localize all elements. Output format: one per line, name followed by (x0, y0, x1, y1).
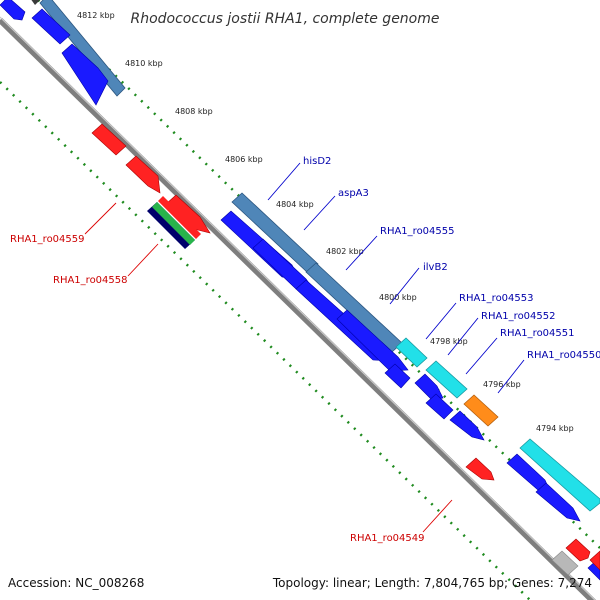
gene-feature-ro04550[interactable] (463, 394, 499, 427)
cds-arrow[interactable] (565, 538, 591, 562)
cds-arrow[interactable] (535, 482, 581, 522)
upper-feature-row (30, 0, 600, 512)
tick-label: 4804 kbp (276, 200, 314, 209)
tick-label: 4810 kbp (125, 59, 163, 68)
leader-line (267, 162, 301, 201)
gene-labels-blue: hisD2 aspA3 RHA1_ro04555 ilvB2 RHA1_ro04… (303, 156, 600, 361)
leader-line (127, 243, 159, 277)
gene-label-ro04555[interactable]: RHA1_ro04555 (380, 226, 455, 237)
cds-arrow-ro04549[interactable] (465, 457, 495, 481)
tick-label: 4800 kbp (379, 293, 417, 302)
leader-lines-red (84, 202, 453, 533)
gene-feature-ro04553[interactable] (425, 360, 468, 399)
tick-label: 4806 kbp (225, 155, 263, 164)
tick-label: 4812 kbp (77, 11, 115, 20)
genome-axis (0, 17, 597, 600)
tick-label: 4798 kbp (430, 337, 468, 346)
cds-arrow[interactable] (589, 550, 600, 571)
gene-label-ilvB2[interactable]: ilvB2 (423, 262, 448, 273)
cds-arrow[interactable] (61, 43, 109, 106)
cds-arrow[interactable] (125, 155, 161, 194)
cds-arrow[interactable] (0, 0, 26, 21)
gene-label-ro04552[interactable]: RHA1_ro04552 (481, 311, 556, 322)
gene-label-ro04550[interactable]: RHA1_ro04550 (527, 350, 600, 361)
accession-text: Accession: NC_008268 (8, 576, 145, 590)
genome-axis-highlight (0, 16, 596, 600)
gene-feature[interactable] (551, 550, 579, 576)
tick-label: 4794 kbp (536, 424, 574, 433)
tick-label: 4808 kbp (175, 107, 213, 116)
gene-labels-red: RHA1_ro04559 RHA1_ro04558 RHA1_ro04549 (10, 234, 425, 544)
leader-lines-blue (267, 162, 525, 394)
forward-cds-row (0, 0, 600, 581)
tick-labels: 4812 kbp 4810 kbp 4808 kbp 4806 kbp 4804… (77, 11, 574, 433)
leader-line (345, 235, 378, 271)
leader-line (465, 337, 498, 375)
cds-arrow[interactable] (336, 309, 409, 372)
gene-block-green (152, 202, 195, 245)
gene-label-aspA3[interactable]: aspA3 (338, 188, 369, 199)
leader-line (389, 267, 420, 305)
cds-arrow[interactable] (425, 393, 454, 420)
cds-arrow[interactable] (91, 123, 127, 156)
leader-line (303, 195, 336, 231)
gene-label-ro04551[interactable]: RHA1_ro04551 (500, 328, 575, 339)
tick-track-lower (0, 81, 531, 600)
gene-feature-hisD2[interactable] (231, 192, 319, 274)
leader-line (425, 302, 457, 340)
leader-line (84, 202, 117, 235)
tick-label: 4802 kbp (326, 247, 364, 256)
topology-text: Topology: linear; Length: 7,804,765 bp; … (272, 576, 592, 590)
reverse-cds-row (91, 123, 600, 576)
leader-line (497, 359, 525, 394)
gene-label-ro04553[interactable]: RHA1_ro04553 (459, 293, 534, 304)
gene-feature-ro04555[interactable] (395, 337, 428, 368)
leader-line (422, 499, 453, 533)
map-title: Rhodococcus jostii RHA1, complete genome (130, 11, 439, 27)
gene-label-ro04559[interactable]: RHA1_ro04559 (10, 234, 85, 245)
cds-arrow[interactable] (414, 373, 444, 401)
gene-feature-ro04558[interactable] (147, 196, 201, 249)
tick-label: 4796 kbp (483, 380, 521, 389)
gene-label-hisD2[interactable]: hisD2 (303, 156, 331, 167)
gene-block-red (158, 196, 201, 239)
gene-label-ro04558[interactable]: RHA1_ro04558 (53, 275, 128, 286)
cds-arrow[interactable] (384, 363, 411, 389)
leader-line (447, 317, 479, 356)
gene-feature[interactable] (519, 438, 600, 512)
cds-arrow[interactable] (31, 8, 71, 45)
cds-arrow[interactable] (449, 410, 485, 441)
gene-label-ro04549[interactable]: RHA1_ro04549 (350, 533, 425, 544)
gene-feature[interactable] (30, 0, 43, 5)
